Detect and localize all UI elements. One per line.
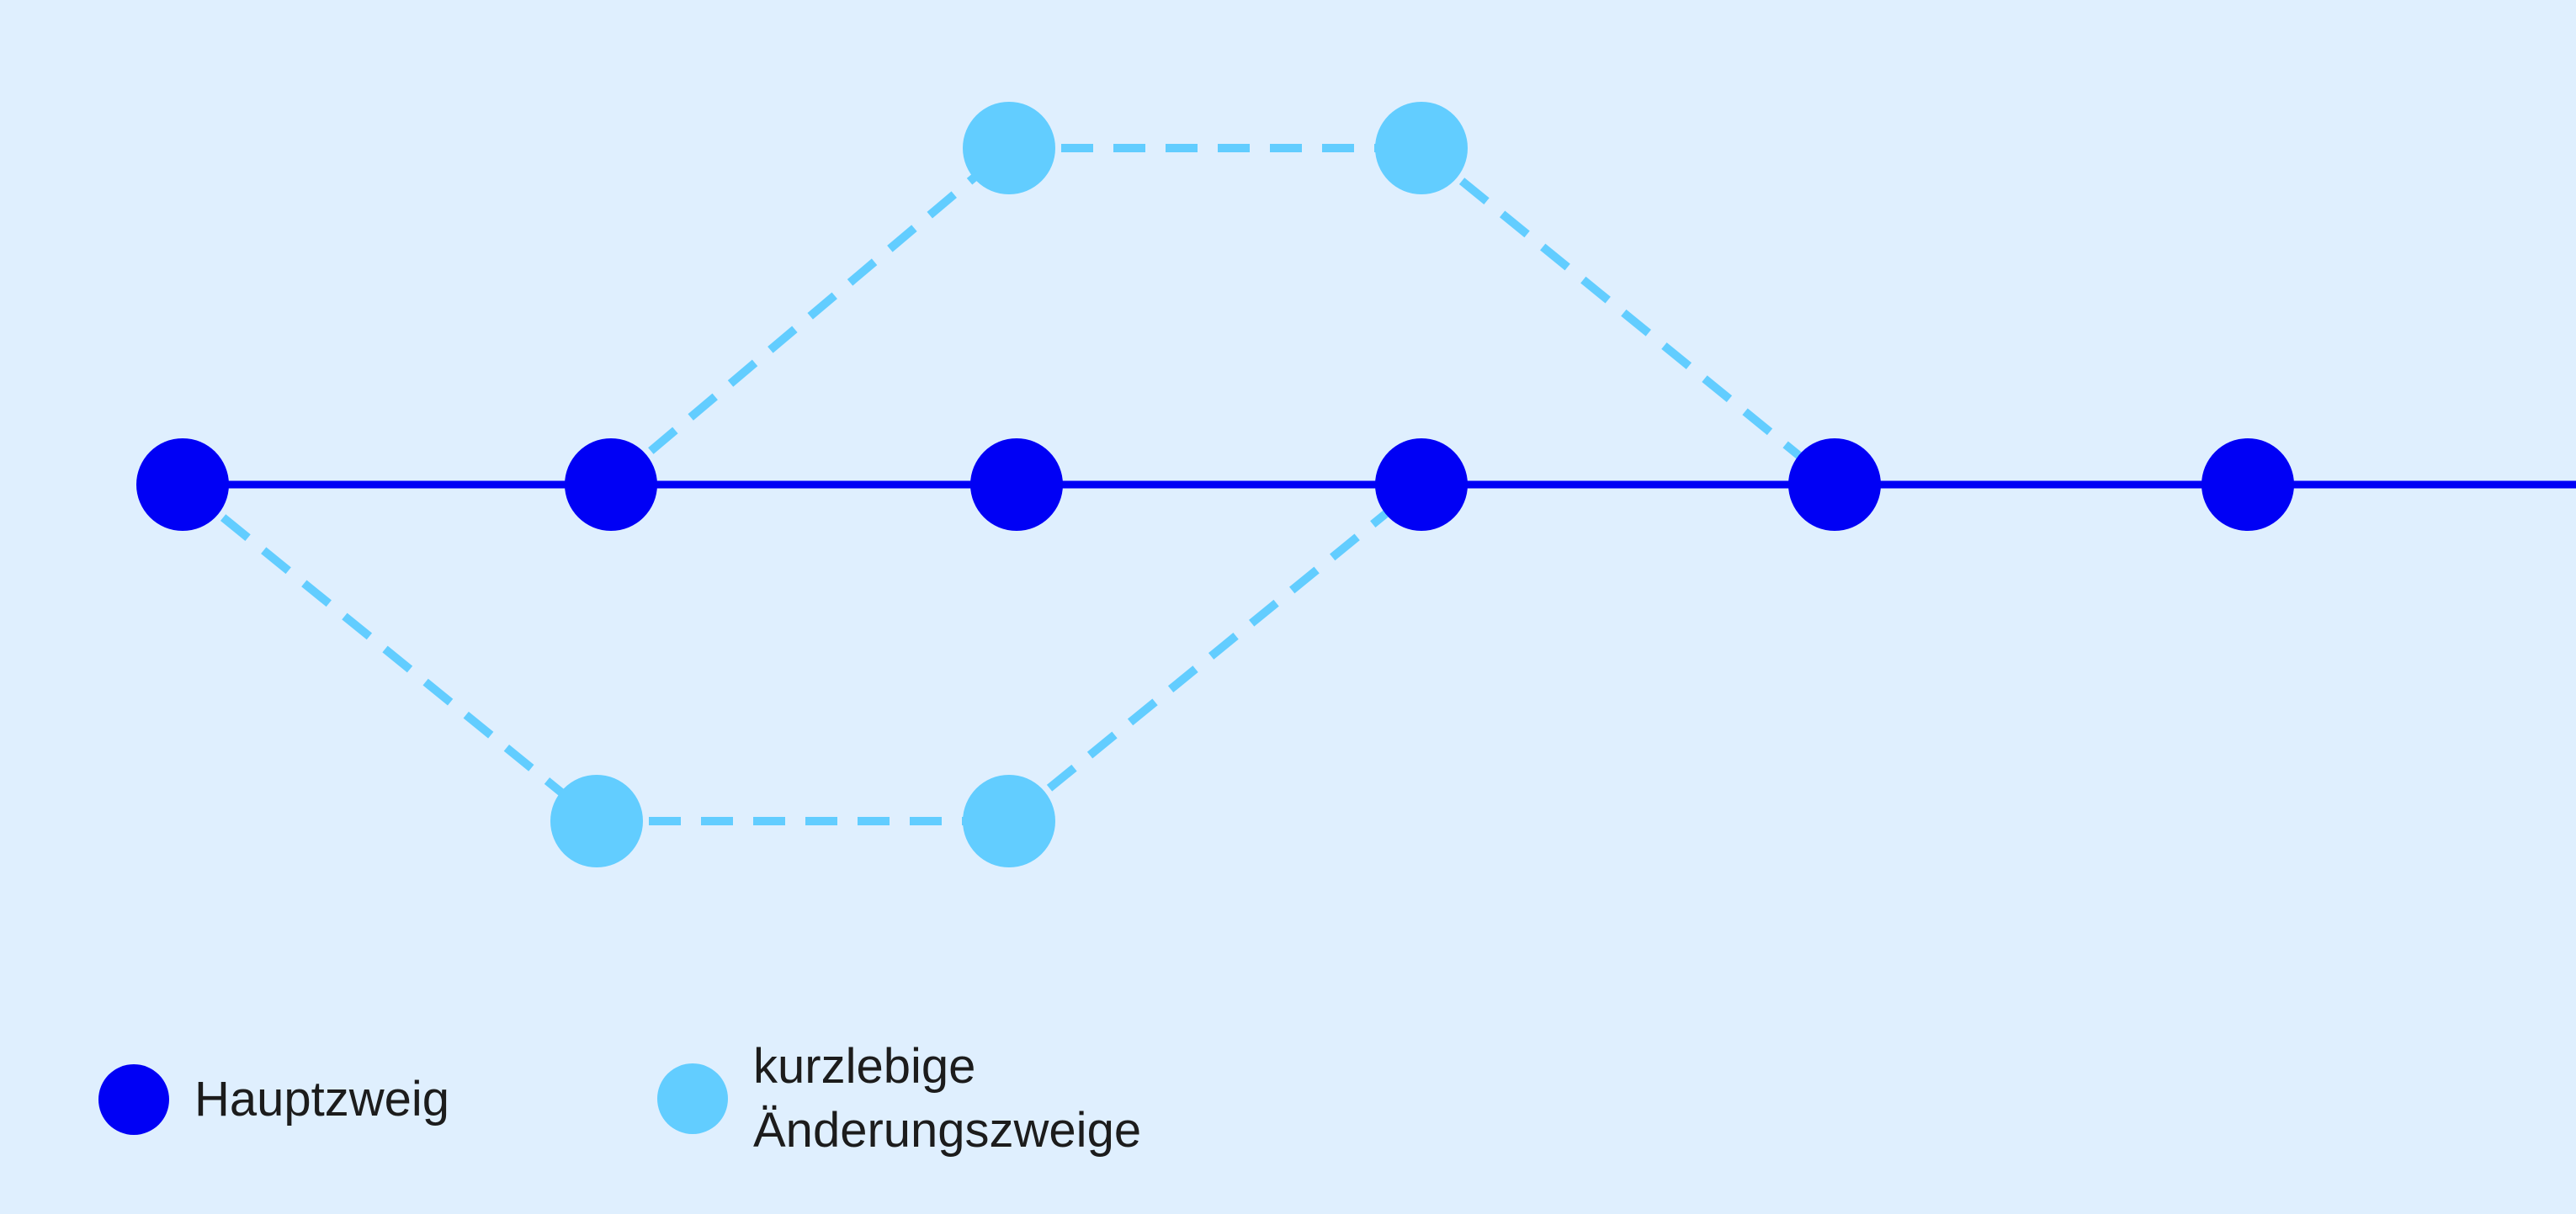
main-dot-icon — [98, 1064, 169, 1135]
legend-main-label: Hauptzweig — [194, 1072, 450, 1127]
branch-dashed-lines — [179, 144, 1838, 825]
branch-nodes — [550, 102, 1468, 867]
main-nodes — [136, 438, 2294, 531]
branch-dot-icon — [657, 1063, 728, 1134]
legend-branch: kurzlebige Änderungszweige — [657, 1035, 1141, 1163]
legend-branch-label-1: kurzlebige — [753, 1039, 976, 1094]
legend-branch-label-2: Änderungszweige — [753, 1103, 1142, 1158]
legend-main: Hauptzweig — [98, 1064, 449, 1135]
